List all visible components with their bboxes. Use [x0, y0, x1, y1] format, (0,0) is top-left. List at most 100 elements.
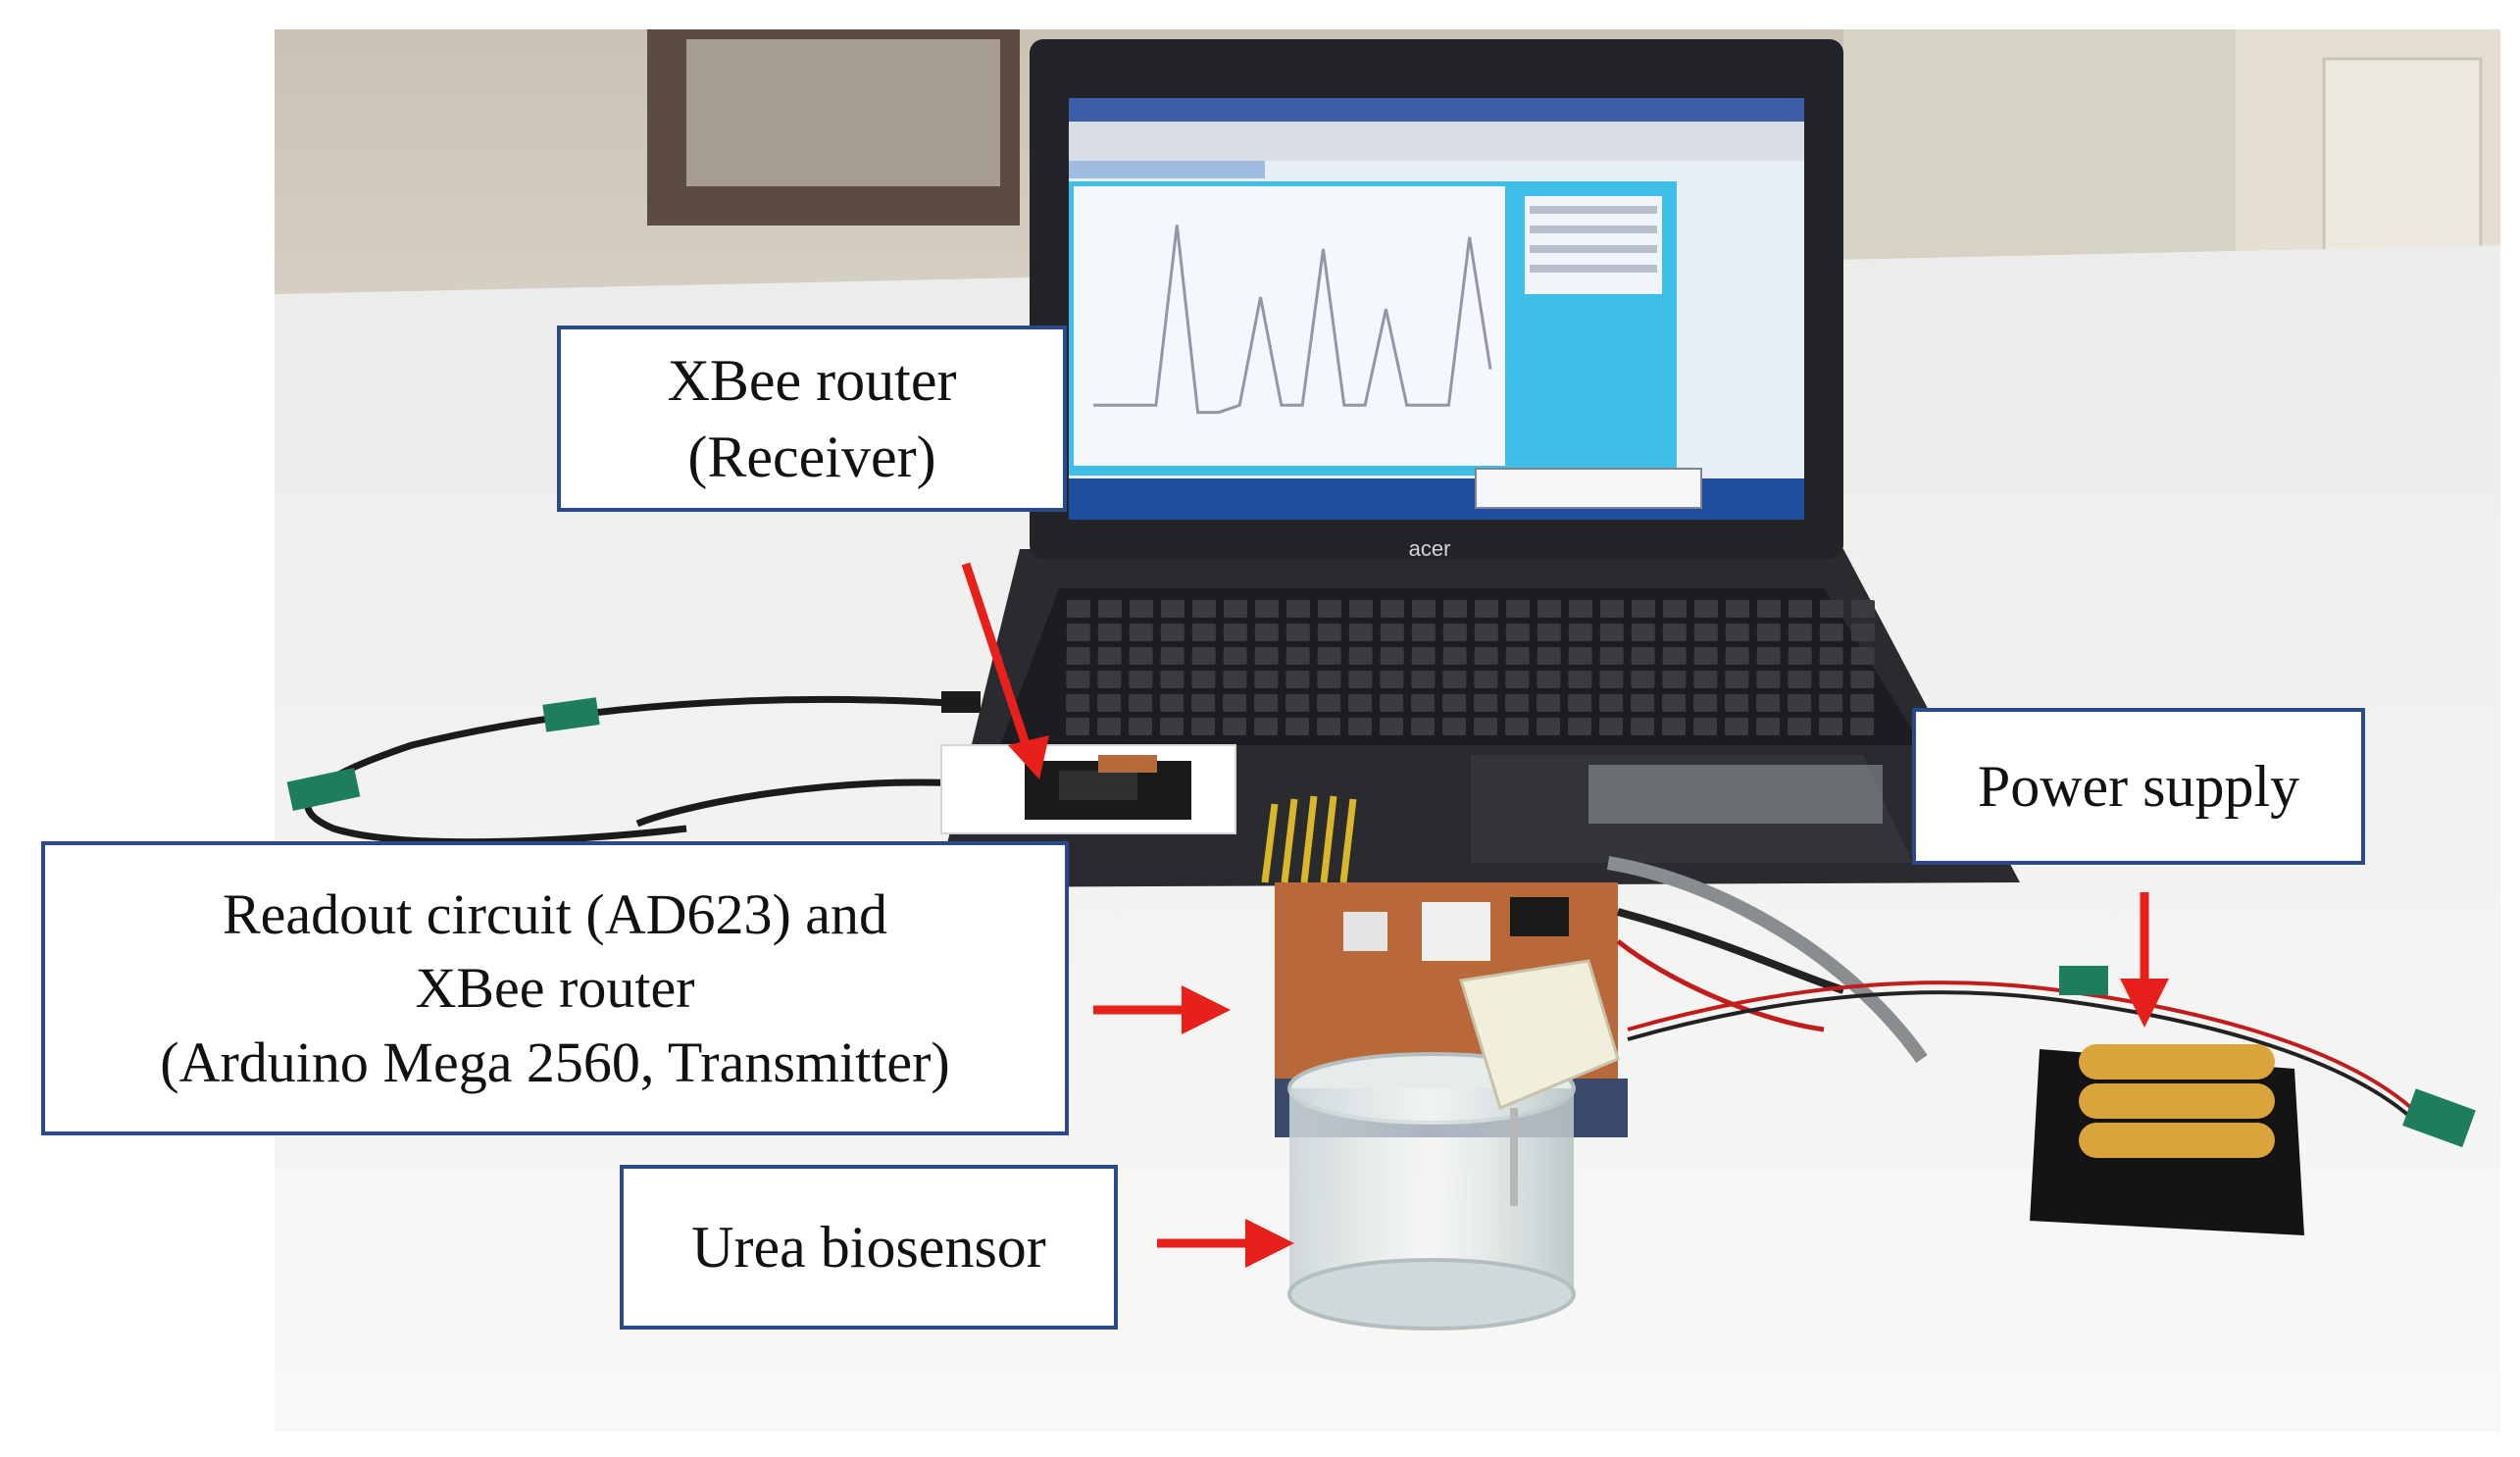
keyboard-key — [1223, 671, 1247, 688]
keyboard-key — [1850, 671, 1875, 688]
keyboard-key — [1474, 718, 1497, 735]
keyboard-key — [1788, 694, 1812, 712]
keyboard-key — [1569, 600, 1592, 618]
keyboard-key — [1191, 671, 1216, 688]
keyboard-key — [1505, 671, 1530, 688]
power-supply-line1: Power supply — [1977, 754, 2300, 819]
keyboard-key — [1599, 694, 1624, 712]
keyboard-key — [1788, 624, 1812, 641]
keyboard-key — [1819, 694, 1843, 712]
keyboard-key — [1850, 718, 1874, 735]
keyboard — [1066, 600, 1875, 735]
keyboard-key — [1192, 600, 1216, 618]
keyboard-key — [1819, 671, 1843, 688]
readout-circuit-label: Readout circuit (AD623) and XBee router … — [41, 841, 1069, 1135]
keyboard-key — [1129, 718, 1152, 735]
keyboard-key — [1442, 624, 1467, 641]
keyboard-key — [1475, 600, 1498, 618]
keyboard-key — [1066, 624, 1090, 641]
keyboard-key — [1285, 671, 1310, 688]
keyboard-key — [1568, 647, 1592, 665]
keyboard-key — [1160, 694, 1184, 712]
keyboard-key — [1317, 647, 1341, 665]
keyboard-key — [1537, 600, 1561, 618]
readout-circuit-line1: Readout circuit (AD623) and — [222, 881, 888, 946]
keyboard-key — [1693, 694, 1718, 712]
keyboard-key — [1662, 671, 1687, 688]
keyboard-key — [1160, 624, 1184, 641]
keyboard-key — [1725, 694, 1749, 712]
keyboard-key — [1474, 671, 1498, 688]
keyboard-key — [1286, 600, 1310, 618]
keyboard-key — [1662, 718, 1686, 735]
laptop: acer — [936, 39, 2020, 887]
keyboard-key — [1537, 718, 1560, 735]
keyboard-key — [1788, 718, 1811, 735]
keyboard-key — [1285, 694, 1310, 712]
keyboard-key — [1756, 647, 1781, 665]
arrow-icon — [1093, 985, 1231, 1034]
keyboard-key — [1411, 647, 1436, 665]
keyboard-key — [1850, 694, 1875, 712]
keyboard-key — [1599, 671, 1624, 688]
keyboard-key — [1568, 671, 1592, 688]
screen-plot-area — [1074, 186, 1505, 466]
keyboard-key — [1600, 600, 1624, 618]
keyboard-key — [1725, 718, 1748, 735]
keyboard-key — [1097, 718, 1121, 735]
keyboard-key — [1725, 647, 1749, 665]
keyboard-key — [1662, 647, 1687, 665]
keyboard-key — [1442, 694, 1467, 712]
keyboard-key — [1693, 671, 1718, 688]
arrow-icon — [1157, 1219, 1294, 1268]
keyboard-key — [1348, 624, 1373, 641]
xbee-receiver-board — [940, 744, 1236, 834]
usb-cable — [286, 691, 1030, 846]
keyboard-key — [1380, 624, 1404, 641]
keyboard-key — [1411, 694, 1436, 712]
keyboard-key — [1191, 718, 1215, 735]
keyboard-key — [1412, 600, 1436, 618]
keyboard-key — [1223, 694, 1247, 712]
keyboard-key — [1317, 624, 1341, 641]
keyboard-key — [1348, 647, 1373, 665]
keyboard-key — [1254, 647, 1279, 665]
keyboard-key — [1130, 600, 1153, 618]
keyboard-key — [1161, 600, 1184, 618]
urea-biosensor-label: Urea biosensor — [620, 1165, 1118, 1330]
readout-circuit-line3: (Arduino Mega 2560, Transmitter) — [160, 1030, 950, 1094]
keyboard-key — [1191, 647, 1216, 665]
laptop-brand: acer — [1409, 536, 1451, 561]
keyboard-key — [1223, 718, 1246, 735]
keyboard-key — [1819, 624, 1843, 641]
keyboard-key — [1789, 600, 1812, 618]
keyboard-key — [1631, 647, 1655, 665]
keyboard-key — [1285, 718, 1309, 735]
keyboard-key — [1224, 600, 1247, 618]
keyboard-key — [1819, 718, 1842, 735]
keyboard-key — [1725, 671, 1749, 688]
keyboard-key — [1348, 718, 1372, 735]
keyboard-key — [1254, 671, 1279, 688]
keyboard-key — [1537, 694, 1561, 712]
xbee-receiver-line1: XBee router — [667, 348, 957, 413]
keyboard-key — [1757, 600, 1781, 618]
urea-biosensor-jar — [1287, 959, 1620, 1331]
keyboard-key — [1850, 647, 1875, 665]
keyboard-key — [1505, 624, 1530, 641]
battery-pack — [1627, 966, 2476, 1235]
keyboard-key — [1662, 694, 1687, 712]
urea-biosensor-line1: Urea biosensor — [691, 1215, 1046, 1280]
keyboard-key — [1820, 600, 1843, 618]
keyboard-key — [1254, 718, 1278, 735]
keyboard-key — [1788, 647, 1812, 665]
keyboard-key — [1537, 647, 1561, 665]
keyboard-key — [1254, 694, 1279, 712]
keyboard-key — [1381, 600, 1404, 618]
keyboard-key — [1380, 671, 1404, 688]
keyboard-key — [1160, 671, 1184, 688]
keyboard-key — [1067, 600, 1090, 618]
keyboard-key — [1411, 671, 1436, 688]
screen-plot-line — [1093, 225, 1492, 415]
